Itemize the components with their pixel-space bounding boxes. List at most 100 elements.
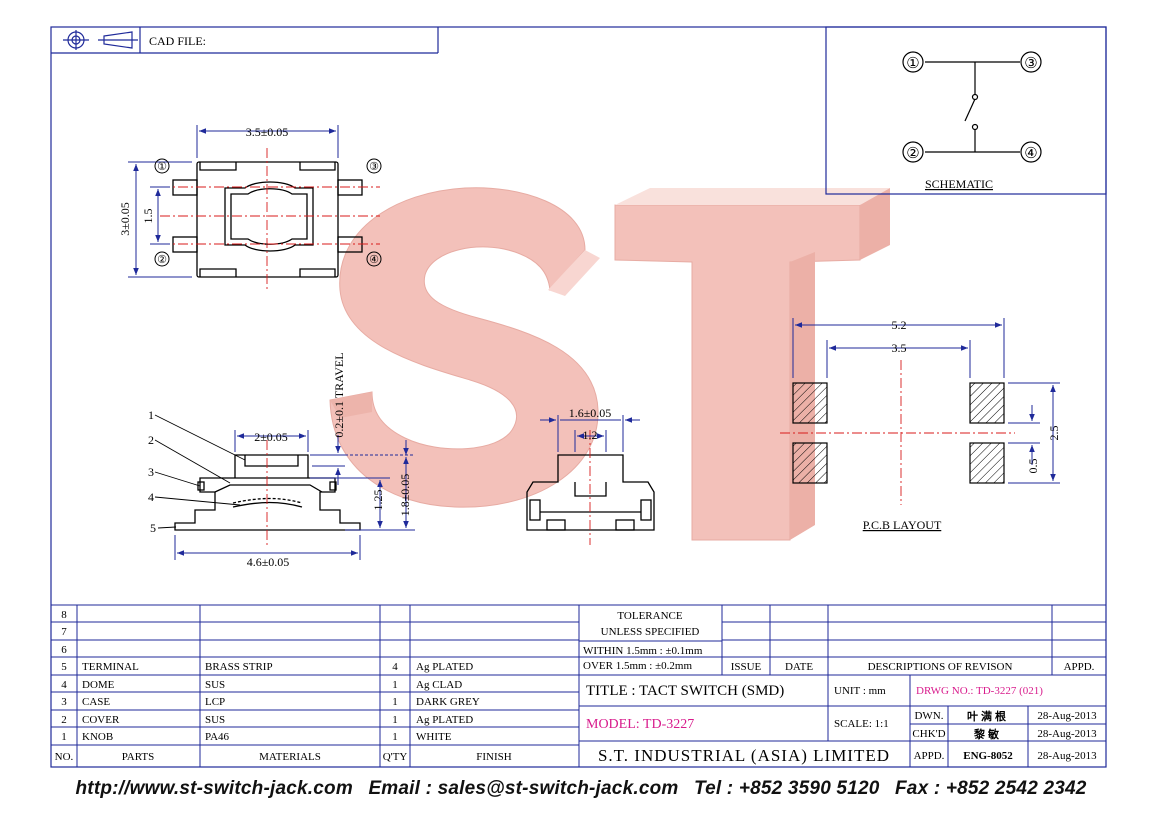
row8-no: 8 [61,609,67,621]
table-header: NO. PARTS MATERIALS Q'TY FINISH [55,751,512,763]
row5-material: BRASS STRIP [205,661,273,673]
callout-1: 1 [148,408,154,422]
appd-date: 28-Aug-2013 [1037,750,1097,762]
row1-part: KNOB [82,731,113,743]
top-view-dims [128,125,339,278]
row7-no: 7 [61,626,67,638]
side-h2-dim: 1.8±0.05 [398,474,412,517]
model-label: MODEL: TD-3227 [586,717,694,732]
table-row: 3 CASE LCP 1 DARK GREY [61,696,480,708]
header-parts: PARTS [122,751,155,763]
cad-file-label: CAD FILE: [149,34,206,48]
tolerance-within: WITHIN 1.5mm : ±0.1mm [583,645,703,657]
pcb-width-outer: 5.2 [892,318,907,332]
side-h1-dim: 1.25 [371,490,385,511]
appd-label: APPD. [1064,661,1095,673]
dwn-date: 28-Aug-2013 [1037,710,1097,722]
row1-material: PA46 [205,731,230,743]
row5-part: TERMINAL [82,661,139,673]
drawing-sheet: CAD FILE: ① ③ ② ④ SCHEMATIC [50,26,1107,768]
appd2-label: APPD. [914,750,945,762]
table-row: 6 [61,644,67,656]
row4-material: SUS [205,679,225,691]
tolerance-line2: UNLESS SPECIFIED [601,626,700,638]
tolerance-line1: TOLERANCE [617,610,682,622]
appd-name: ENG-8052 [963,750,1013,762]
footer-fax: Fax : +852 2542 2342 [895,778,1087,799]
top-view-centerlines [160,148,380,290]
row2-qty: 1 [392,714,398,726]
watermark-s [329,187,599,508]
end-view-dims [540,415,640,452]
callout-4: 4 [148,490,154,504]
company-name: S.T. INDUSTRIAL (ASIA) LIMITED [598,746,890,765]
row2-finish: Ag PLATED [416,714,473,726]
row3-part: CASE [82,696,110,708]
row4-finish: Ag CLAD [416,679,462,691]
callout-2: 2 [148,433,154,447]
chkd-label: CHK'D [912,728,945,740]
table-row: 7 [61,626,67,638]
table-row: 5 TERMINAL BRASS STRIP 4 Ag PLATED [61,661,473,673]
row5-no: 5 [61,661,67,673]
tolerance-over: OVER 1.5mm : ±0.2mm [583,660,692,672]
row5-finish: Ag PLATED [416,661,473,673]
top-view [172,161,363,278]
header-no: NO. [55,751,74,763]
row3-finish: DARK GREY [416,696,480,708]
scale-label: SCALE: 1:1 [834,718,889,730]
side-view-dims [174,430,415,560]
callout-5: 5 [150,521,156,535]
row2-no: 2 [61,714,67,726]
row1-qty: 1 [392,731,398,743]
top-pin-4: ④ [369,254,379,266]
watermark-t [614,204,861,541]
row3-qty: 1 [392,696,398,708]
side-bottom-dim: 4.6±0.05 [247,555,290,569]
end-inner-dim: 1.2 [583,428,598,442]
side-travel-dim: 0.2±0.1 TRAVEL [332,352,346,437]
footer-url[interactable]: http://www.st-switch-jack.com [75,778,353,799]
date-label: DATE [785,661,813,673]
title-block-grid [51,604,1106,767]
chkd-name: 黎敏 [974,727,1002,741]
footer-contact: http://www.st-switch-jack.com Email : sa… [0,778,1162,800]
issue-label: ISSUE [731,661,762,673]
schematic-pin-1: ① [906,56,919,72]
table-row: 4 DOME SUS 1 Ag CLAD [61,679,462,691]
table-row: 1 KNOB PA46 1 WHITE [61,731,451,743]
row2-material: SUS [205,714,225,726]
parts-table: 8 7 6 5 TERMINAL BRASS STRIP 4 Ag PLATED… [55,609,512,763]
top-width-dim: 3.5±0.05 [246,125,289,139]
revision-label: DESCRIPTIONS OF REVISON [868,661,1013,673]
footer-tel: Tel : +852 3590 5120 [693,778,880,799]
row1-finish: WHITE [416,731,452,743]
row3-no: 3 [61,696,67,708]
pcb-height-outer: 2.5 [1047,426,1061,441]
header-materials: MATERIALS [259,751,321,763]
top-pin-3: ③ [369,161,379,173]
pcb-pad-height: 0.5 [1026,459,1040,474]
row4-part: DOME [82,679,115,691]
end-outer-dim: 1.6±0.05 [569,406,612,420]
drawing-title: TITLE : TACT SWITCH (SMD) [586,683,784,699]
table-row: 2 COVER SUS 1 Ag PLATED [61,714,473,726]
schematic-label: SCHEMATIC [925,177,993,191]
row6-no: 6 [61,644,67,656]
schematic-pin-2: ② [906,146,919,162]
schematic-pin-3: ③ [1024,56,1037,72]
side-callout-leaders [154,414,246,529]
row3-material: LCP [205,696,225,708]
row2-part: COVER [82,714,120,726]
header-finish: FINISH [476,751,512,763]
row5-qty: 4 [392,661,398,673]
row4-qty: 1 [392,679,398,691]
projection-icon [63,30,138,50]
top-height-dim: 3±0.05 [118,202,132,236]
pcb-layout [792,382,1005,484]
schematic [902,51,1042,163]
callout-3: 3 [148,465,154,479]
footer-email[interactable]: Email : sales@st-switch-jack.com [368,778,679,799]
top-pitch-dim: 1.5 [141,209,155,224]
unit-label: UNIT : mm [834,685,886,697]
